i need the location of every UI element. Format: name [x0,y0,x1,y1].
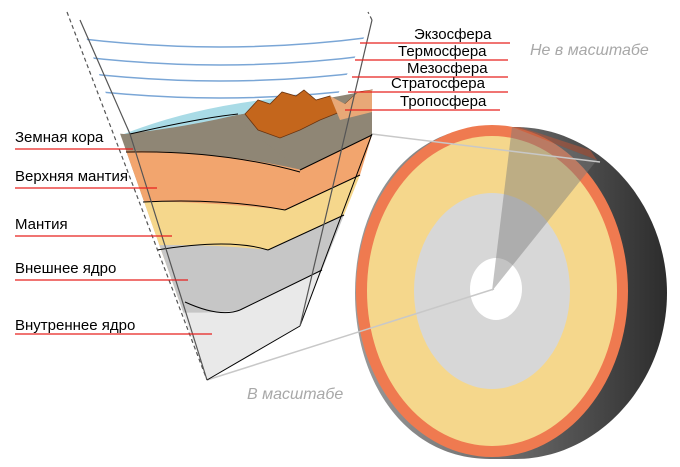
wedge-side-inner-core [207,270,322,380]
connector-line-bottom [206,288,495,381]
label-troposphere: Тропосфера [400,93,487,110]
wedge-land-surface [330,90,372,120]
layer-labels: Земная кора Верхняя мантия Мантия Внешне… [15,129,212,335]
label-exosphere: Экзосфера [414,26,492,43]
label-inner-core: Внутреннее ядро [15,317,135,334]
label-mesosphere: Мезосфера [407,60,488,77]
connector-line-top [371,133,601,163]
note-not-to-scale: Не в масштабе [530,42,649,59]
wedge-side-outer-core [240,215,344,310]
sphere-wedge-highlight [492,127,597,291]
label-upper-mantle: Верхняя мантия [15,168,128,185]
sphere-inner-core-section [470,258,522,320]
atmosphere-labels: Экзосфера Термосфера Мезосфера Стратосфе… [345,26,510,111]
sphere-wedge-top [512,127,597,160]
label-mantle: Мантия [15,216,68,233]
note-to-scale: В масштабе [247,386,343,403]
earth-wedge [66,11,373,381]
label-outer-core: Внешнее ядро [15,260,116,277]
earth-sphere-cutaway [355,125,667,459]
label-crust: Земная кора [15,129,104,146]
label-thermosphere: Термосфера [398,43,487,60]
wedge-side-upper-mantle [285,135,372,210]
label-stratosphere: Стратосфера [391,75,486,92]
wedge-side-mantle [268,175,360,250]
